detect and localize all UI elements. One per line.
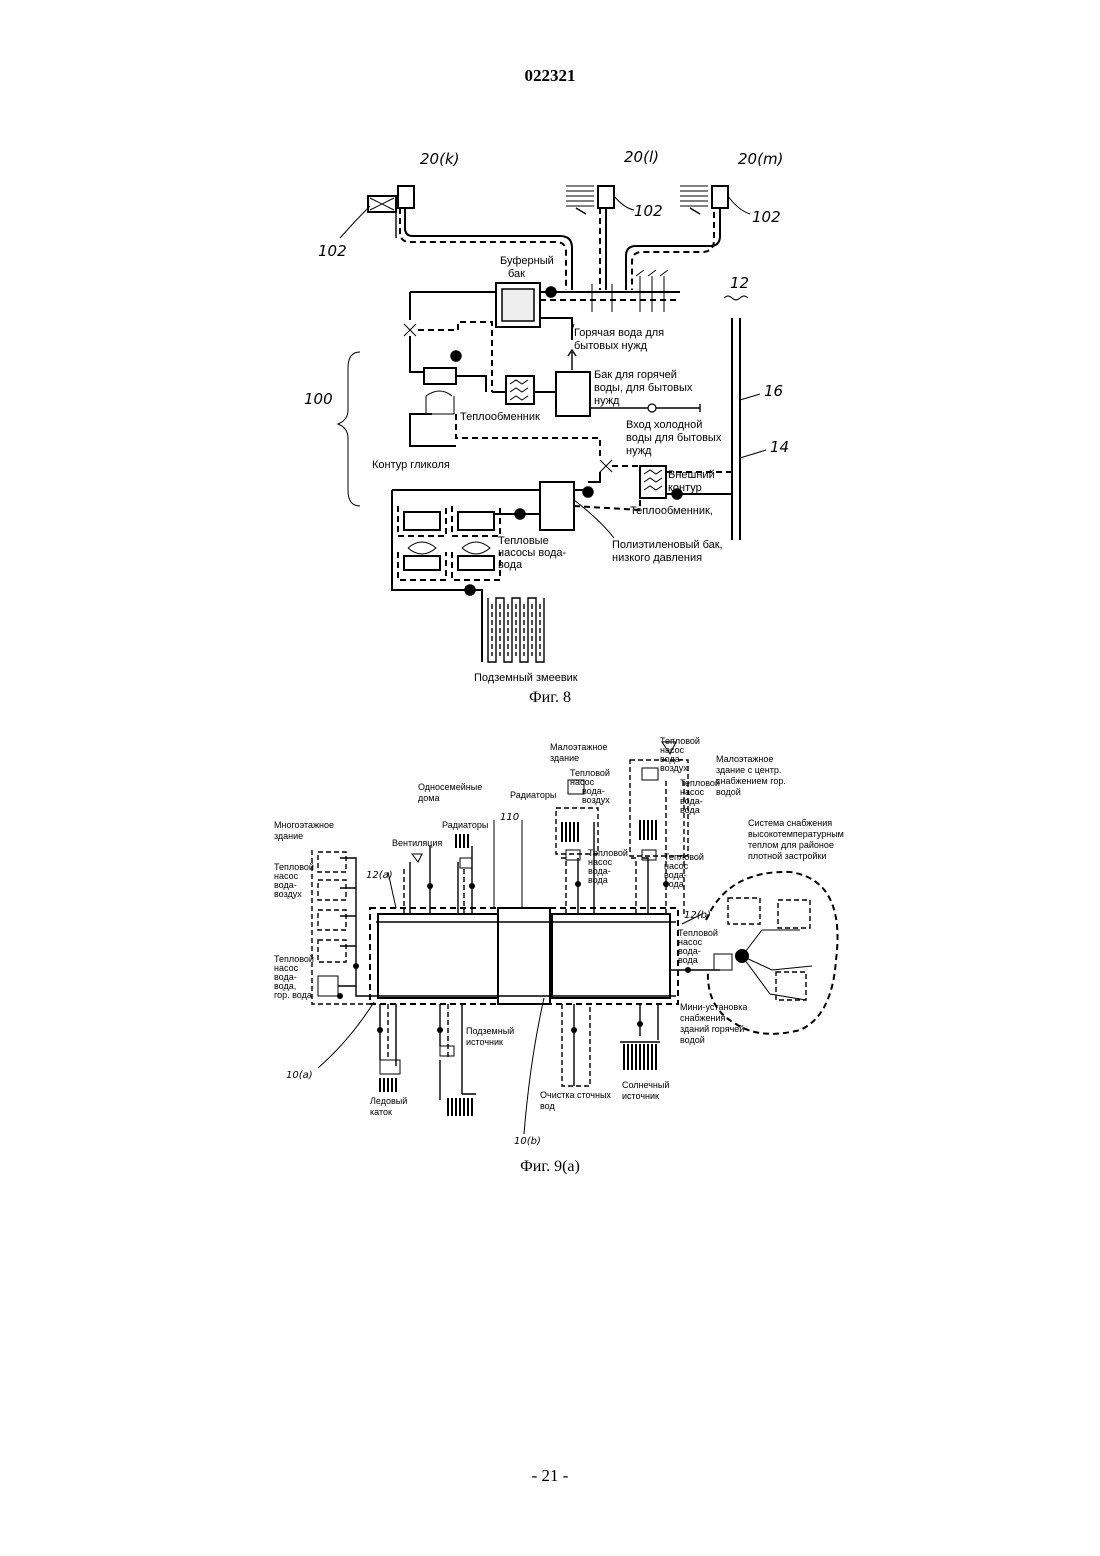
label-hpww-c-4: вода	[664, 879, 684, 889]
ref-100: 100	[304, 390, 333, 408]
label-petank-1: Полиэтиленовый бак,	[612, 539, 723, 551]
circulation-pump-icon	[583, 487, 593, 497]
outer-heat-exchanger	[640, 466, 666, 498]
label-outer-1: Внешний	[668, 469, 715, 481]
ref-20l: 20(l)	[624, 148, 659, 166]
label-hotwater-1: Горячая вода для	[574, 327, 664, 339]
label-outer-2: контур	[668, 482, 702, 494]
label-dhwtank-1: Бак для горячей	[594, 369, 677, 381]
label-coldin-1: Вход холодной	[626, 419, 702, 431]
label-ground-1: Подземный	[466, 1026, 514, 1036]
label-hpww-l-5: гор. вода	[274, 990, 312, 1000]
ref-10b: 10(b)	[514, 1136, 541, 1147]
label-lowcentral-2: здание с центр.	[716, 765, 781, 775]
ref-102-a: 102	[318, 242, 347, 260]
label-multi-2: здание	[274, 831, 303, 841]
label-coldin-2: воды для бытовых	[626, 432, 722, 444]
circulation-pump-icon	[451, 351, 461, 361]
label-mini-1: Мини-установка	[680, 1002, 747, 1012]
circulation-pump-icon	[546, 287, 556, 297]
label-hp-3: вода	[498, 559, 523, 571]
ref-12a: 12(a)	[366, 870, 393, 881]
solar-collector	[624, 1044, 656, 1070]
heat-pump-1-lower	[404, 556, 440, 570]
label-dhwtank-2: воды, для бытовых	[594, 382, 693, 394]
label-hpair-top-4: воздух	[660, 763, 688, 773]
label-coldin-3: нужд	[626, 445, 652, 457]
label-system-4: плотной застройки	[748, 851, 826, 861]
label-mini-3: зданий горячей	[680, 1024, 744, 1034]
label-lowrise-1: Малоэтажное	[550, 742, 607, 752]
heat-pump-2-lower	[458, 556, 494, 570]
label-ice-2: каток	[370, 1107, 392, 1117]
label-radiators-left: Радиаторы	[442, 820, 488, 830]
label-buffer-1: Буферный	[500, 255, 554, 267]
ref-102-b: 102	[634, 202, 663, 220]
label-hx-1: Теплообменник	[460, 411, 540, 423]
ref-20m: 20(m)	[738, 150, 783, 168]
label-hpair-l-4: воздух	[274, 889, 302, 899]
label-hotwater-2: бытовых нужд	[574, 340, 648, 352]
unit-20k	[398, 186, 414, 208]
label-lowrise-2: здание	[550, 753, 579, 763]
label-hpair-mid-4: воздух	[582, 795, 610, 805]
label-hp-2: насосы вода-	[498, 547, 567, 559]
label-hpww-b-4: вода	[588, 875, 608, 885]
label-multi-1: Многоэтажное	[274, 820, 334, 830]
heat-pump-1	[404, 512, 440, 530]
label-mini-4: водой	[680, 1035, 705, 1045]
label-ventilation: Вентиляция	[392, 838, 442, 848]
label-sewage-1: Очистка сточных	[540, 1090, 611, 1100]
label-buffer-2: бак	[508, 268, 525, 280]
label-mini-2: снабжения	[680, 1013, 726, 1023]
label-hp-1: Тепловые	[498, 535, 549, 547]
heat-pump-unit	[424, 368, 456, 384]
pe-tank	[540, 482, 574, 530]
label-sewage-2: вод	[540, 1101, 555, 1111]
label-system-2: высокотемпературным	[748, 829, 844, 839]
label-glycol: Контур гликоля	[372, 459, 450, 471]
figure-8-caption: Фиг. 8	[450, 689, 650, 707]
label-coil: Подземный змеевик	[474, 672, 578, 684]
unit-20l	[598, 186, 614, 208]
module-10b	[552, 914, 670, 998]
ref-12: 12	[730, 274, 749, 292]
ref-10a: 10(a)	[286, 1070, 313, 1081]
heat-pump-2	[458, 512, 494, 530]
figure-9a-caption: Фиг. 9(a)	[450, 1158, 650, 1176]
label-system-1: Система снабжения	[748, 818, 832, 828]
figure-9a: 110 12(a) 12(b) 10(a) 10(b) Малоэтажное …	[274, 736, 844, 1147]
ref-110: 110	[500, 812, 519, 823]
label-hpww-r-4: вода	[680, 805, 700, 815]
label-lowcentral-3: снабжением гор.	[716, 776, 786, 786]
ref-16: 16	[764, 382, 783, 400]
label-lowcentral-1: Малоэтажное	[716, 754, 773, 764]
ref-102-c: 102	[752, 208, 781, 226]
label-system-3: теплом для районое	[748, 840, 834, 850]
label-hx-2: Теплообменник,	[630, 505, 713, 517]
label-ice-1: Ледовый	[370, 1096, 407, 1106]
label-single-2: дома	[418, 793, 439, 803]
unit-20m	[712, 186, 728, 208]
label-single-1: Односемейные	[418, 782, 482, 792]
label-ground-2: источник	[466, 1037, 503, 1047]
page-number: - 21 -	[0, 1466, 1100, 1486]
ref-12b: 12(b)	[684, 910, 711, 921]
label-petank-2: низкого давления	[612, 552, 702, 564]
ref-20k: 20(k)	[420, 150, 459, 168]
label-solar-1: Солнечный	[622, 1080, 669, 1090]
ref-14: 14	[770, 438, 789, 456]
label-radiators-right: Радиаторы	[510, 790, 556, 800]
figure-8: 20(k) 20(l) 20(m) 102 102 102 12 16 14 1…	[304, 148, 789, 684]
module-10a	[378, 914, 498, 998]
dhw-tank	[556, 372, 590, 416]
label-lowcentral-4: водой	[716, 787, 741, 797]
label-dhwtank-3: нужд	[594, 395, 620, 407]
label-solar-2: источник	[622, 1091, 659, 1101]
label-hpww-e-4: вода	[678, 955, 698, 965]
